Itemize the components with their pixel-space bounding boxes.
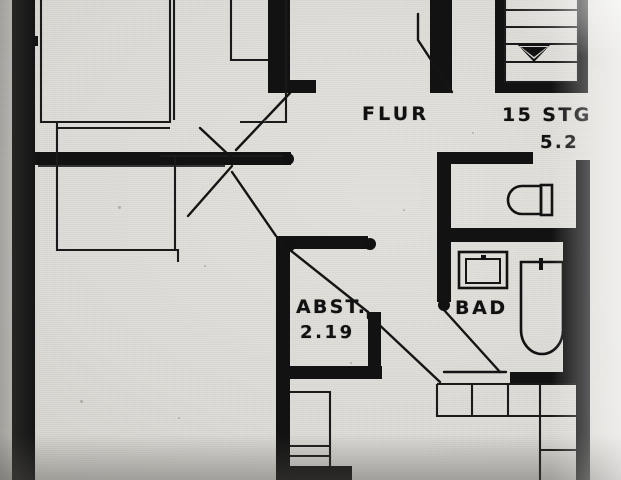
cabinets-lower-center xyxy=(290,390,332,466)
paper-speck xyxy=(204,265,206,267)
paper-speck xyxy=(80,400,83,403)
paper-speck xyxy=(264,120,266,122)
toilet-fixture xyxy=(506,183,554,217)
room-label-stairs-area: 5.2 xyxy=(540,132,580,153)
paper-speck xyxy=(178,417,180,419)
walls-structural xyxy=(12,0,590,480)
room-label-stairs-count: 15 STG xyxy=(502,104,592,126)
bathtub-fixture xyxy=(519,258,565,356)
door-swings xyxy=(186,12,508,480)
room-label-flur: FLUR xyxy=(362,103,430,125)
room-label-abst-area: 2.19 xyxy=(300,322,355,343)
paper-speck xyxy=(118,206,121,209)
bathroom-fixtures xyxy=(457,183,565,356)
stair-treads xyxy=(503,0,580,84)
paper-speck xyxy=(403,209,405,211)
room-label-abst: ABST. xyxy=(296,296,368,318)
wall-end-blobs xyxy=(282,153,450,311)
paper-speck xyxy=(472,132,474,134)
cabinets-lower-right xyxy=(435,382,576,480)
paper-speck xyxy=(350,362,352,364)
furniture-thin-lines xyxy=(38,0,290,262)
room-label-bad: BAD xyxy=(455,297,508,319)
washbasin-fixture xyxy=(457,250,509,290)
